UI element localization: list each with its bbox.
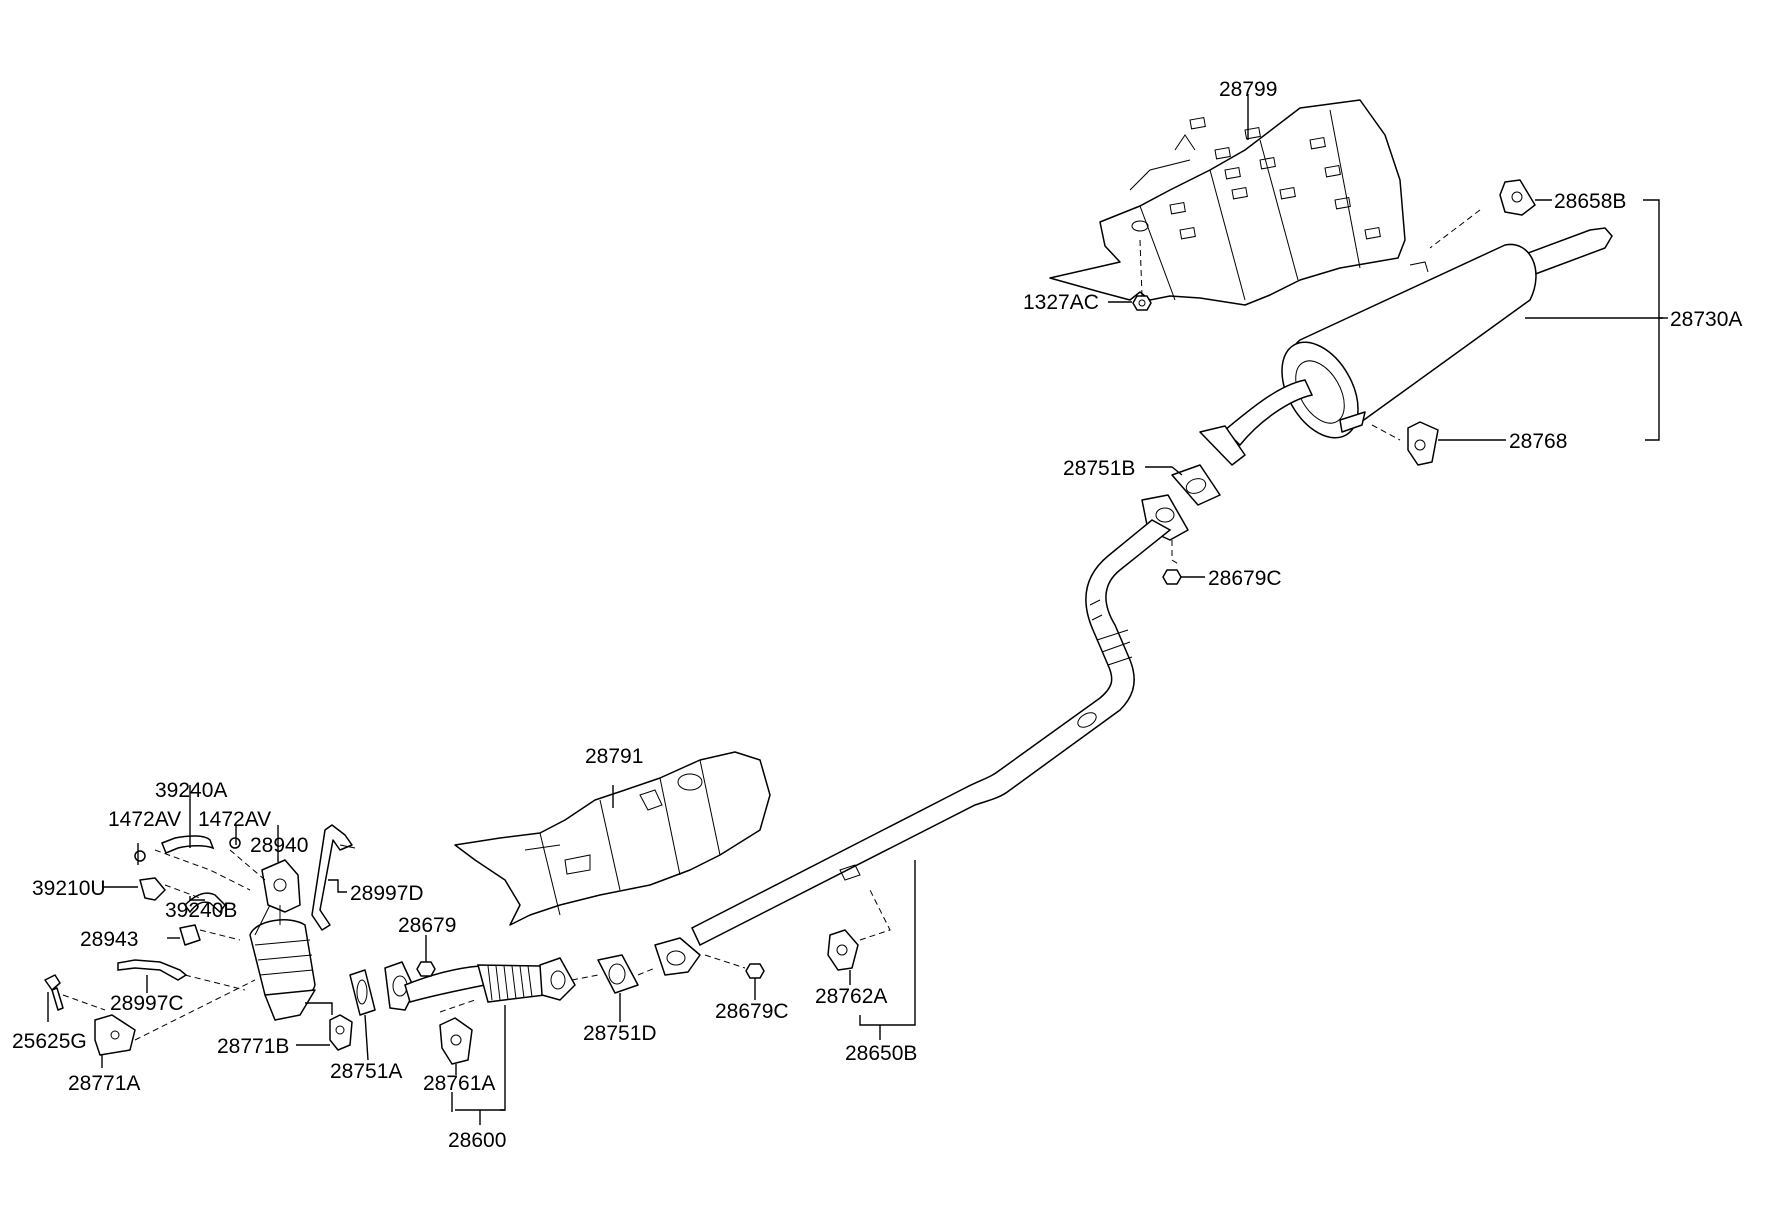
catalytic-converter <box>249 859 316 1021</box>
hanger-28762A <box>827 929 859 971</box>
label-1327AC: 1327AC <box>1023 291 1099 314</box>
label-28658B: 28658B <box>1554 190 1626 213</box>
label-28730A: 28730A <box>1670 308 1742 331</box>
label-1472AV-left: 1472AV <box>108 808 181 831</box>
label-28600: 28600 <box>448 1129 506 1152</box>
label-39240A: 39240A <box>155 779 227 802</box>
gasket-28751D <box>597 954 639 994</box>
gasket-28751A <box>349 969 376 1016</box>
nut-28679C-top <box>1162 569 1182 585</box>
label-28771B: 28771B <box>217 1035 289 1058</box>
gasket-28751B <box>1171 464 1221 506</box>
label-28679C-bottom: 28679C <box>715 1000 789 1023</box>
hanger-28768 <box>1407 421 1439 466</box>
label-28997D: 28997D <box>350 882 424 905</box>
nut-28679 <box>416 961 436 977</box>
label-39240B: 39240B <box>165 899 237 922</box>
sensor-hoses <box>117 835 241 981</box>
label-28997C: 28997C <box>110 992 184 1015</box>
label-25625G: 25625G <box>12 1030 87 1053</box>
bracket-28771B <box>329 1014 353 1051</box>
label-28650B: 28650B <box>845 1042 917 1065</box>
label-28762A: 28762A <box>815 985 887 1008</box>
bolt-25625G <box>44 974 64 1011</box>
hanger-28761A <box>439 1017 473 1065</box>
label-1472AV-right: 1472AV <box>198 808 271 831</box>
label-28791: 28791 <box>585 745 643 768</box>
label-28940: 28940 <box>250 834 308 857</box>
label-39210U: 39210U <box>32 877 106 900</box>
label-28771A: 28771A <box>68 1072 140 1095</box>
label-28751D: 28751D <box>583 1022 657 1045</box>
label-28679C-top: 28679C <box>1208 567 1282 590</box>
front-pipe <box>384 957 576 1011</box>
label-28799: 28799 <box>1219 78 1277 101</box>
label-28943: 28943 <box>80 928 138 951</box>
label-28751A: 28751A <box>330 1060 402 1083</box>
nut-28679C-bottom <box>745 963 765 979</box>
hanger-28658B <box>1499 179 1536 216</box>
nut-1327AC <box>1132 295 1152 311</box>
label-28761A: 28761A <box>423 1072 495 1095</box>
front-heat-shield <box>454 751 771 926</box>
label-28751B: 28751B <box>1063 457 1135 480</box>
center-pipe <box>654 494 1189 976</box>
muffler-assembly <box>1199 227 1613 466</box>
bracket-28771A <box>94 1014 136 1056</box>
rear-heat-shield <box>1049 99 1406 306</box>
label-28768: 28768 <box>1509 430 1567 453</box>
bracket-28997D <box>311 824 356 931</box>
label-28679: 28679 <box>398 914 456 937</box>
